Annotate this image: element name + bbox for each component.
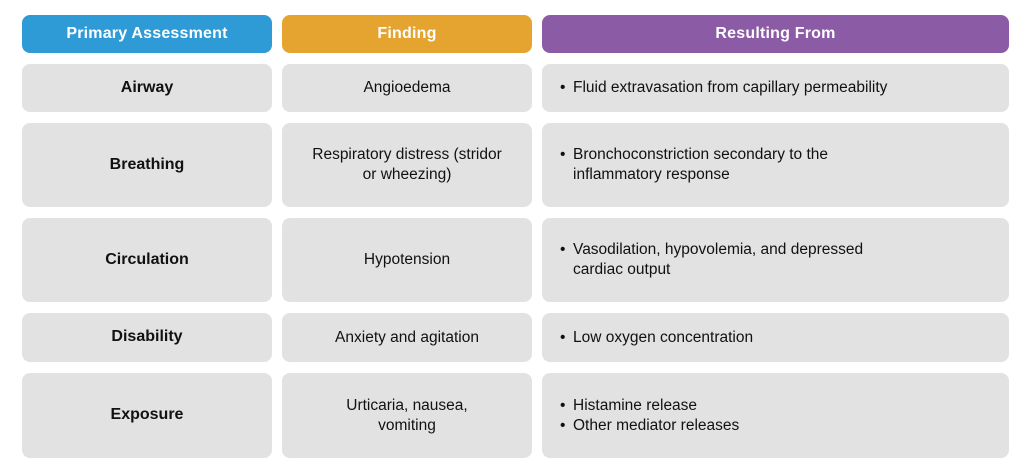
primary-assessment-cell: Circulation <box>22 218 272 302</box>
primary-assessment-cell: Exposure <box>22 373 272 458</box>
resulting-from-item: Low oxygen concentration <box>558 328 753 348</box>
finding-label: Hypotension <box>363 251 451 269</box>
resulting-from-list: Vasodilation, hypovolemia, and depressed… <box>558 240 863 280</box>
column-header-resulting-from: Resulting From <box>542 15 1009 53</box>
resulting-from-item: Other mediator releases <box>558 416 739 436</box>
assessment-table: Primary Assessment Finding Resulting Fro… <box>22 15 1009 458</box>
resulting-from-list: Bronchoconstriction secondary to the inf… <box>558 145 828 185</box>
resulting-from-list: Low oxygen concentration <box>558 328 753 348</box>
primary-assessment-cell: Airway <box>22 64 272 112</box>
resulting-from-cell: Fluid extravasation from capillary perme… <box>542 64 1009 112</box>
finding-label: Anxiety and agitation <box>335 328 479 346</box>
finding-cell: Urticaria, nausea, vomiting <box>282 373 532 458</box>
resulting-from-item: Bronchoconstriction secondary to the inf… <box>558 145 828 185</box>
primary-assessment-label: Breathing <box>109 155 185 173</box>
primary-assessment-label: Airway <box>120 78 174 96</box>
primary-assessment-cell: Breathing <box>22 123 272 207</box>
resulting-from-cell: Bronchoconstriction secondary to the inf… <box>542 123 1009 207</box>
primary-assessment-cell: Disability <box>22 313 272 362</box>
primary-assessment-label: Disability <box>111 328 183 346</box>
resulting-from-list: Histamine releaseOther mediator releases <box>558 396 739 436</box>
finding-cell: Angioedema <box>282 64 532 112</box>
resulting-from-list: Fluid extravasation from capillary perme… <box>558 78 887 98</box>
finding-label: Angioedema <box>363 79 451 97</box>
resulting-from-item: Vasodilation, hypovolemia, and depressed… <box>558 240 863 280</box>
resulting-from-cell: Low oxygen concentration <box>542 313 1009 362</box>
finding-cell: Respiratory distress (stridor or wheezin… <box>282 123 532 207</box>
resulting-from-cell: Vasodilation, hypovolemia, and depressed… <box>542 218 1009 302</box>
finding-cell: Hypotension <box>282 218 532 302</box>
resulting-from-cell: Histamine releaseOther mediator releases <box>542 373 1009 458</box>
resulting-from-item: Fluid extravasation from capillary perme… <box>558 78 887 98</box>
finding-label: Urticaria, nausea, vomiting <box>346 396 468 434</box>
finding-label: Respiratory distress (stridor or wheezin… <box>312 146 502 183</box>
finding-cell: Anxiety and agitation <box>282 313 532 362</box>
resulting-from-item: Histamine release <box>558 396 739 416</box>
column-header-finding: Finding <box>282 15 532 53</box>
primary-assessment-label: Circulation <box>105 250 189 268</box>
column-header-primary-assessment: Primary Assessment <box>22 15 272 53</box>
primary-assessment-label: Exposure <box>110 406 184 424</box>
